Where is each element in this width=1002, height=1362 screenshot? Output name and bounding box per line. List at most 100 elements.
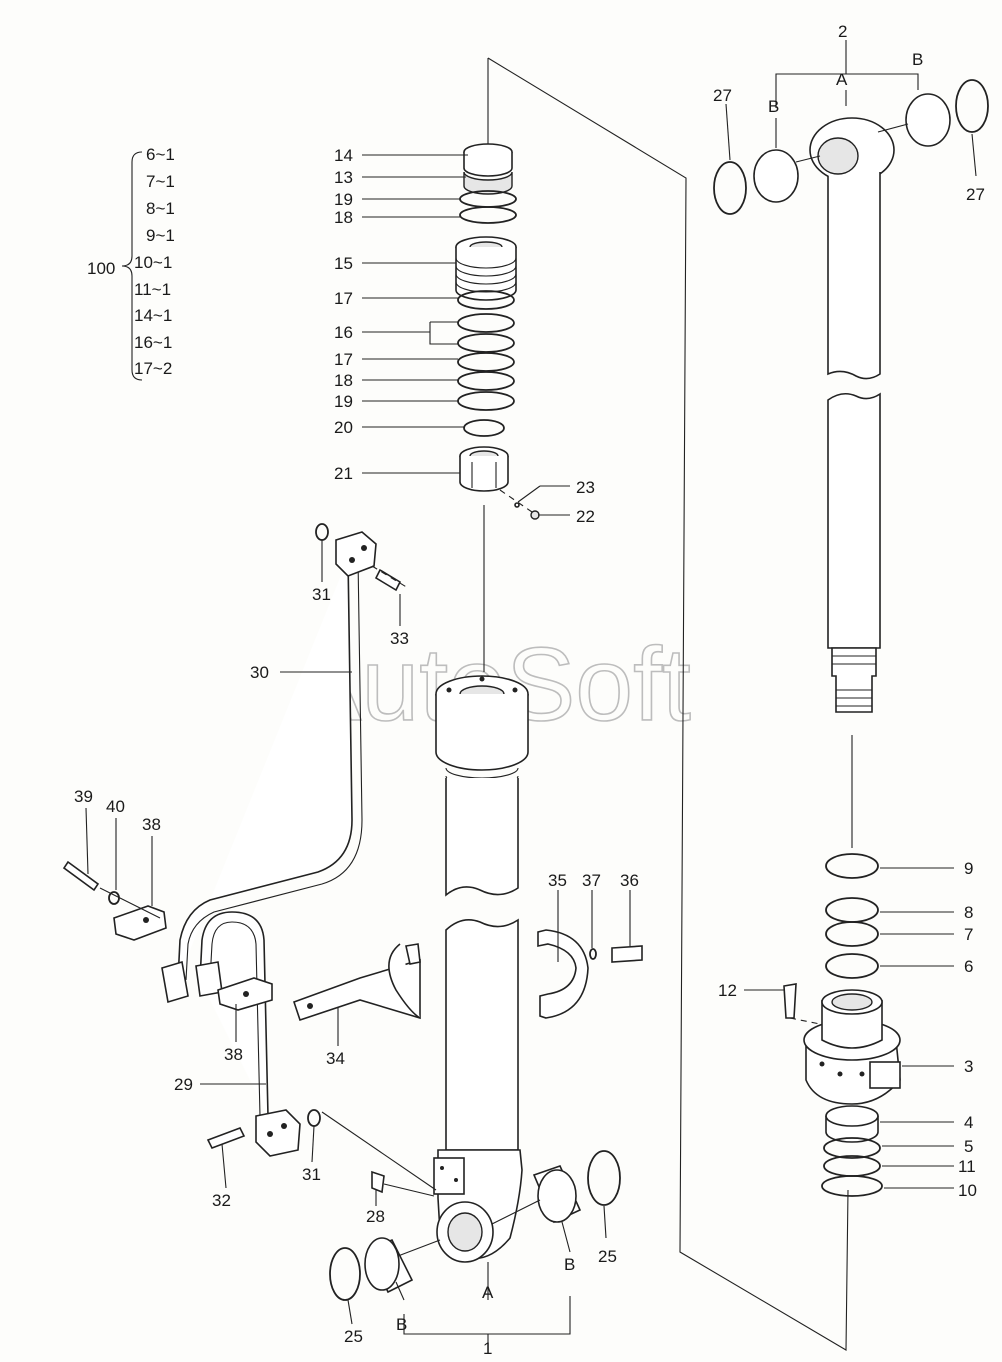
tube-upper-section — [445, 778, 519, 897]
ring-10 — [821, 1175, 883, 1197]
washer-37 — [589, 948, 597, 960]
port-hole — [454, 1178, 458, 1182]
ring-18 — [459, 206, 517, 224]
tube-eye-bore — [447, 1212, 483, 1252]
callout-20: 20 — [334, 418, 353, 437]
seal-7 — [825, 921, 879, 947]
bolt-hole — [446, 687, 452, 693]
callout-17: 17 — [334, 350, 353, 369]
tube-letter-a: A — [482, 1283, 494, 1302]
rod-thread-lines — [832, 655, 876, 707]
flange-hole — [361, 545, 367, 551]
callout-16: 16 — [334, 323, 353, 342]
head-port-block — [869, 1061, 901, 1089]
callout-18: 18 — [334, 371, 353, 390]
screw-axis — [499, 489, 533, 513]
hose-axis — [321, 1111, 437, 1191]
callout-32: 32 — [212, 1191, 231, 1210]
bracket-hole — [307, 1003, 313, 1009]
callout-28: 28 — [366, 1207, 385, 1226]
callout-18: 18 — [334, 208, 353, 227]
rod-thread — [831, 647, 877, 713]
kit-item: 17~2 — [134, 359, 172, 378]
pipe-30-line-inner — [185, 557, 363, 981]
callout-39: 39 — [74, 787, 93, 806]
o-ring-31-bottom — [307, 1109, 321, 1127]
kit-item: 11~1 — [134, 280, 171, 299]
ring-19-lower — [457, 391, 515, 411]
callout-14: 14 — [334, 146, 353, 165]
seal-25-right — [587, 1150, 621, 1206]
band-clamp — [537, 929, 643, 1019]
pipe-30-nut — [161, 960, 189, 1004]
bolt-33-axis — [371, 565, 409, 589]
kit-brace — [121, 151, 143, 381]
callout-36: 36 — [620, 871, 639, 890]
ring-17-lower — [457, 352, 515, 372]
callout-34: 34 — [326, 1049, 345, 1068]
callout-labels: 14 13 19 18 15 17 16 17 18 19 20 21 23 2… — [74, 22, 985, 1358]
callout-38: 38 — [142, 815, 161, 834]
callout-11: 11 — [958, 1157, 976, 1176]
callout-12: 12 — [718, 981, 737, 1000]
seal-kit-list: 100 6~1 7~1 8~1 9~1 10~1 11~1 14~1 16~1 … — [87, 145, 175, 381]
pipe-29-flange — [255, 1109, 301, 1157]
pipe-29 — [195, 911, 321, 1157]
ring-16-lower — [457, 333, 515, 353]
seal-27-right — [955, 79, 989, 133]
clamp-assembly — [62, 860, 273, 1011]
bushing-rod-left — [753, 149, 799, 203]
rod-eye-bore — [817, 137, 859, 175]
rod-letter-b: B — [768, 97, 779, 116]
callout-2: 2 — [838, 22, 847, 41]
callout-22: 22 — [576, 507, 595, 526]
head-bolt-hole — [837, 1071, 843, 1077]
screw-22 — [530, 510, 540, 520]
head-bolt-hole — [819, 1061, 825, 1067]
tube-port-block — [433, 1157, 465, 1195]
callout-19: 19 — [334, 190, 353, 209]
rod-upper — [827, 172, 881, 380]
bushing-4-top — [825, 1105, 879, 1127]
rod-alignment-line — [487, 57, 849, 1351]
seal-8 — [825, 897, 879, 923]
seal-9 — [825, 853, 879, 879]
callout-8: 8 — [964, 903, 973, 922]
pipe-29-line-inner — [209, 921, 261, 1117]
bushing-14-wall — [463, 152, 513, 177]
bushing-rod-right — [905, 93, 951, 147]
bolt-36 — [611, 945, 643, 963]
clamp-hole — [243, 991, 249, 997]
tube-end-bushings — [329, 1150, 621, 1301]
head-bore — [831, 993, 873, 1011]
callout-15: 15 — [334, 254, 353, 273]
ring-16-upper — [457, 313, 515, 333]
rod-lower — [827, 392, 881, 649]
piston-15-grooves — [455, 257, 517, 293]
callout-13: 13 — [334, 168, 353, 187]
bracket-34 — [292, 943, 421, 1022]
callout-27: 27 — [713, 86, 732, 105]
assembly-letters: A B B A B B — [396, 50, 923, 1334]
fitting-body — [371, 1170, 385, 1194]
bolt-39 — [62, 860, 100, 892]
callout-29: 29 — [174, 1075, 193, 1094]
ring-17-upper — [457, 290, 515, 310]
callout-31: 31 — [302, 1165, 321, 1184]
grease-fitting-28 — [321, 1111, 437, 1197]
port-hole — [440, 1166, 444, 1170]
ring-18-lower — [457, 371, 515, 391]
bushing-left — [364, 1237, 400, 1291]
tube-lower-section — [445, 918, 519, 1151]
fitting-axis — [383, 1183, 435, 1197]
ring-5 — [823, 1137, 881, 1159]
callout-30: 30 — [250, 663, 269, 682]
kit-number: 100 — [87, 259, 115, 278]
callout-21: 21 — [334, 464, 353, 483]
bolt-32 — [206, 1126, 246, 1150]
callout-25: 25 — [598, 1247, 617, 1266]
bracket-34-strap — [388, 943, 421, 1019]
clamp-axis — [99, 887, 161, 919]
bracket-34-tab — [405, 943, 421, 965]
bushing-axis — [397, 1239, 441, 1257]
